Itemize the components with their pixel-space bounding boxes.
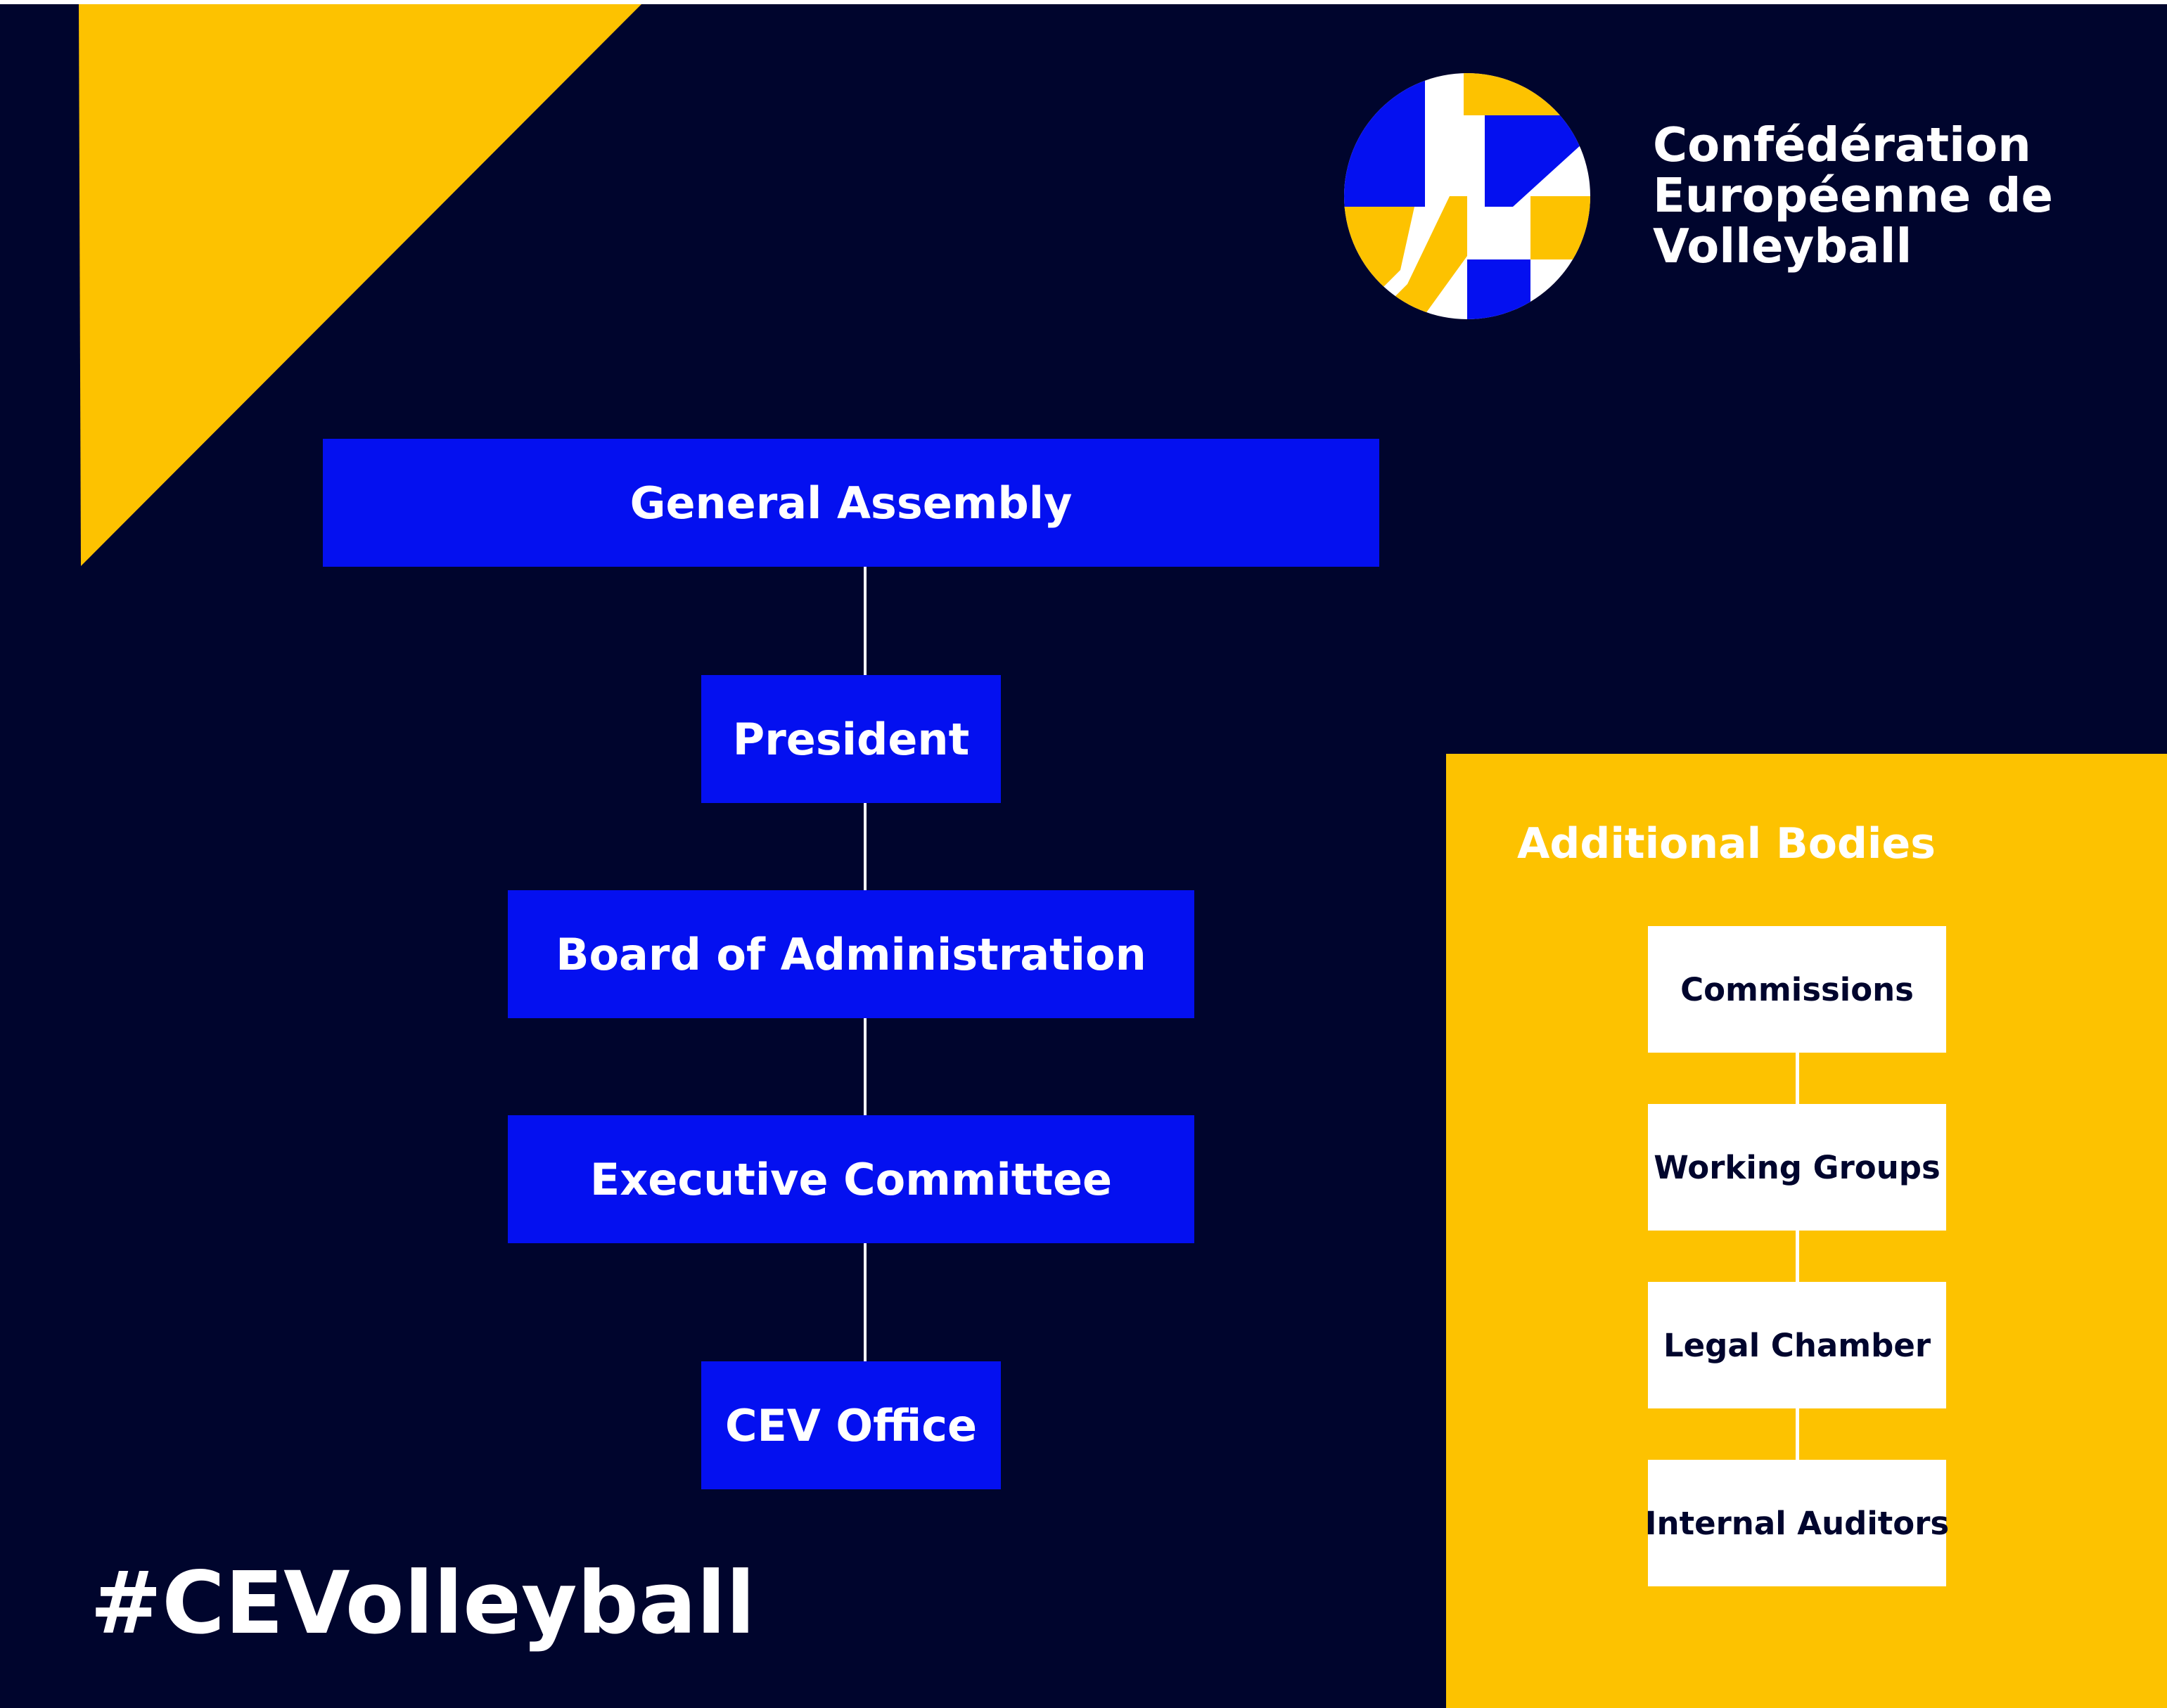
- commissions-box: Commissions: [1648, 926, 1946, 1053]
- connector-line: [864, 1018, 867, 1115]
- cev-logo-icon: [1344, 73, 1590, 319]
- brand-name-line-2: Européenne de: [1653, 168, 2053, 223]
- legal-chamber-box: Legal Chamber: [1648, 1282, 1946, 1408]
- executive-committee-box: Executive Committee: [508, 1115, 1194, 1243]
- board-of-administration-box: Board of Administration: [508, 890, 1194, 1018]
- general-assembly-box: General Assembly: [323, 439, 1379, 567]
- hashtag-text: #CEVolleyball: [90, 1553, 755, 1653]
- internal-auditors-box: Internal Auditors: [1645, 1460, 1949, 1586]
- connector-line: [864, 1243, 867, 1361]
- connector-line: [864, 803, 867, 890]
- connector-line: [864, 567, 867, 675]
- side-connector-line: [1796, 1408, 1799, 1460]
- side-connector-line: [1796, 1053, 1799, 1104]
- cev-office-box: CEV Office: [701, 1361, 1001, 1489]
- brand-name: Confédération Européenne de Volleyball: [1653, 120, 2053, 271]
- brand-name-line-3: Volleyball: [1653, 219, 1912, 274]
- yellow-corner-triangle: [79, 4, 641, 566]
- brand-name-line-1: Confédération: [1653, 117, 2031, 172]
- additional-bodies-title: Additional Bodies: [1517, 819, 1936, 868]
- top-border: [0, 0, 2167, 4]
- working-groups-box: Working Groups: [1648, 1104, 1946, 1231]
- president-box: President: [701, 675, 1001, 803]
- side-connector-line: [1796, 1231, 1799, 1282]
